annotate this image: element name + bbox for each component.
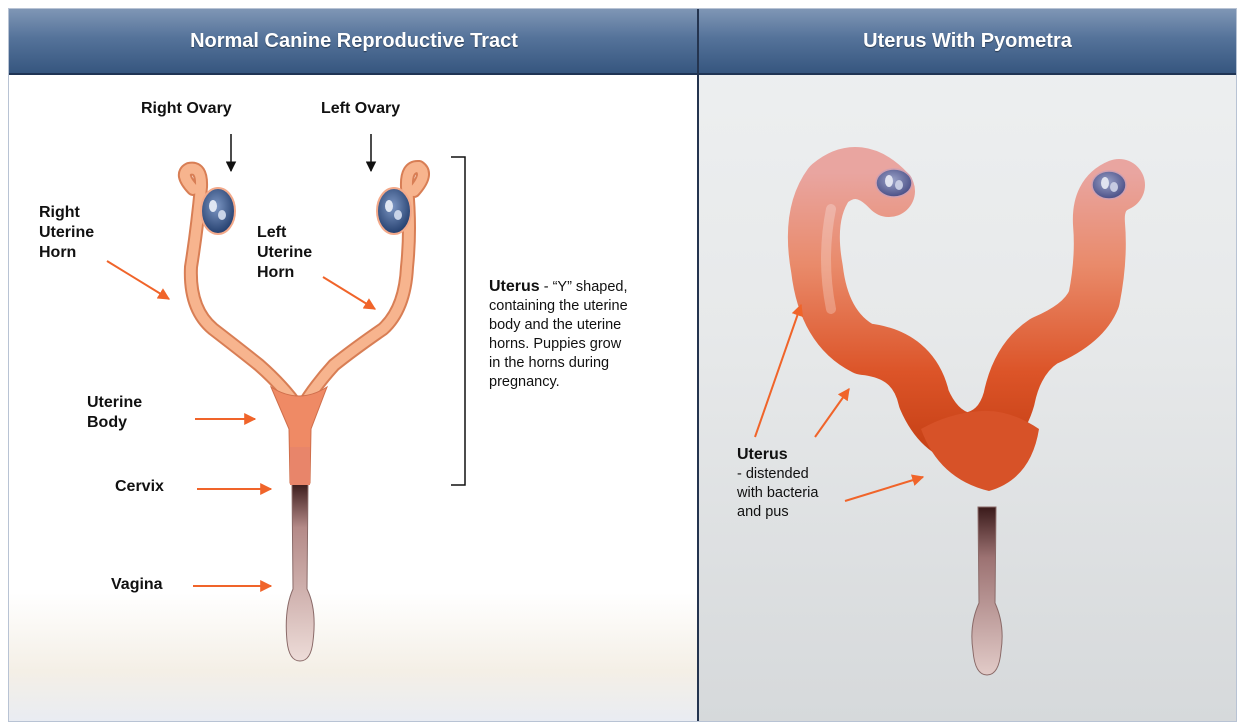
uterine-body-label: Uterine Body (87, 393, 142, 433)
pyometra-arrow-upper (755, 305, 801, 437)
distended-uterus-shape (814, 173, 1119, 491)
cervix-shape (290, 447, 310, 485)
left-uterine-horn-label: Left Uterine Horn (257, 223, 312, 283)
right-ovary-label: Right Ovary (141, 99, 232, 119)
right-uterine-horn-label: Right Uterine Horn (39, 203, 94, 263)
pyometra-panel: Uterus With Pyometra (699, 9, 1236, 721)
pyometra-right-ovary-shape (876, 169, 912, 197)
pyometra-uterus-description: Uterus - distended with bacteria and pus (737, 445, 887, 522)
right-uterine-horn-arrow (107, 261, 169, 299)
normal-tract-panel: Normal Canine Reproductive Tract (9, 9, 699, 721)
pyometra-uterus-term: Uterus (737, 446, 788, 463)
left-ovary-label: Left Ovary (321, 99, 400, 119)
pyometra-illustration (699, 9, 1237, 722)
left-uterine-horn-arrow (323, 277, 375, 309)
pyometra-left-ovary-shape (1092, 171, 1126, 199)
vagina-label: Vagina (111, 575, 163, 595)
pyometra-vagina-shape (972, 507, 1002, 675)
diagram-frame: Normal Canine Reproductive Tract (8, 8, 1237, 722)
pyometra-arrow-middle (815, 389, 849, 437)
uterus-description: Uterus - “Y” shaped, containing the uter… (489, 277, 694, 392)
right-ovary-shape (201, 188, 235, 234)
vagina-shape (286, 483, 314, 661)
uterus-term: Uterus (489, 278, 540, 295)
left-ovary-shape (377, 188, 411, 234)
cervix-label: Cervix (115, 477, 164, 497)
uterus-bracket (451, 157, 465, 485)
